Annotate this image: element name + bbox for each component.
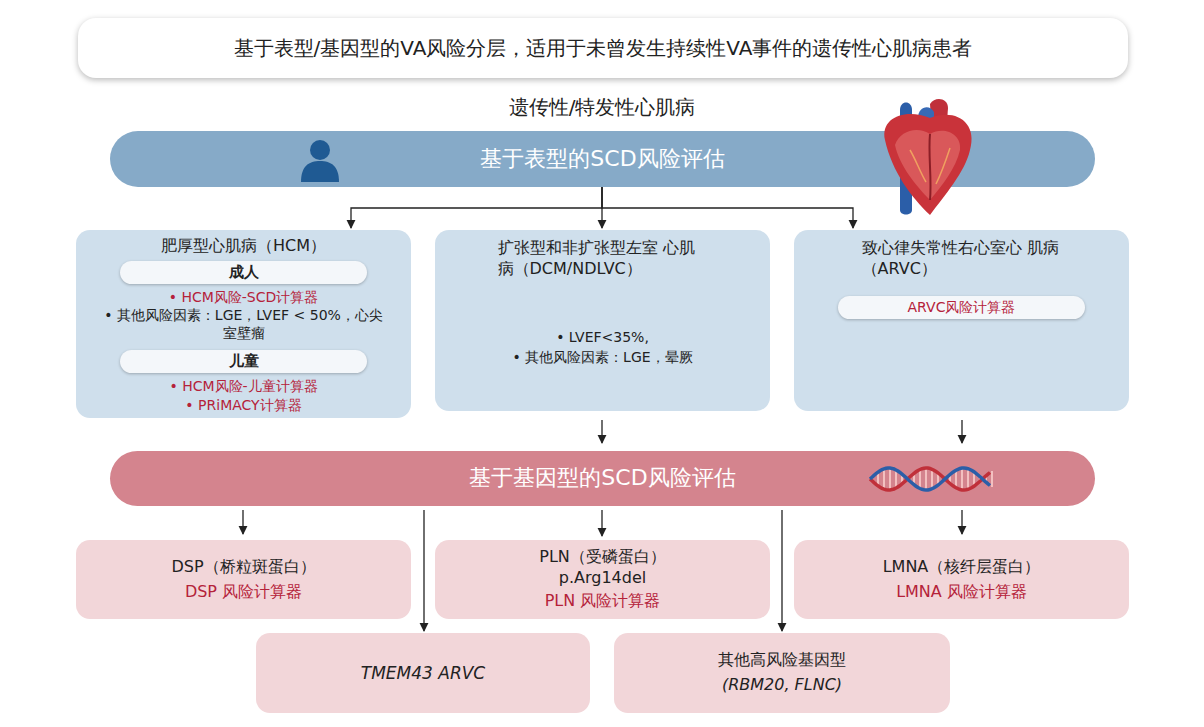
connector-arrow xyxy=(781,510,782,631)
node-text: 肥厚型心肌病（HCM） xyxy=(98,236,389,257)
pill-label: 儿童 xyxy=(120,350,367,373)
connector-arrow xyxy=(601,420,602,443)
node-text: • PRiMACY计算器 xyxy=(98,396,389,414)
connector-arrow xyxy=(351,187,602,228)
node-text: DSP 风险计算器 xyxy=(185,582,302,603)
connector-arrow xyxy=(602,187,853,228)
title-text: 基于表型/基因型的VA风险分层，适用于未曾发生持续性VA事件的遗传性心肌病患者 xyxy=(234,35,973,62)
node-text: PLN 风险计算器 xyxy=(545,591,661,612)
connector-arrow xyxy=(961,510,962,534)
genotype-band: 基于基因型的SCD风险评估 xyxy=(110,451,1095,506)
node-text: • 其他风险因素：LGE，晕厥 xyxy=(469,348,736,366)
node-text: TMEM43 ARVC xyxy=(361,662,485,684)
node-text: • LVEF<35%, xyxy=(469,328,736,346)
node-text: 致心律失常性右心室心 肌病（ARVC） xyxy=(862,238,1062,280)
node-text: DSP（桥粒斑蛋白） xyxy=(171,557,315,578)
gene-box: 其他高风险基因型 (RBM20, FLNC) xyxy=(614,633,950,713)
section-label: 遗传性/特发性心肌病 xyxy=(0,94,1204,121)
node-text: LMNA 风险计算器 xyxy=(896,582,1027,603)
dcm-panel: 扩张型和非扩张型左室 心肌病（DCM/NDLVC） • LVEF<35%, • 其他… xyxy=(435,230,770,411)
title-box: 基于表型/基因型的VA风险分层，适用于未曾发生持续性VA事件的遗传性心肌病患者 xyxy=(78,18,1128,78)
node-text: 基于基因型的SCD风险评估 xyxy=(469,464,735,493)
phenotype-band: 基于表型的SCD风险评估 xyxy=(110,131,1095,187)
pill-label: 成人 xyxy=(120,261,367,284)
gene-box: TMEM43 ARVC xyxy=(256,633,590,713)
node-text: • HCM风险-儿童计算器 xyxy=(98,377,389,395)
node-text: p.Arg14del xyxy=(559,568,646,589)
connector-arrow xyxy=(242,510,243,534)
connector-arrow xyxy=(423,510,424,631)
gene-box: DSP（桥粒斑蛋白） DSP 风险计算器 xyxy=(76,540,411,619)
gene-box: PLN（受磷蛋白）p.Arg14delPLN 风险计算器 xyxy=(435,540,770,619)
node-text: 成人 xyxy=(229,263,259,283)
connector-arrow xyxy=(601,510,602,536)
node-text: • 其他风险因素：LGE，LVEF < 50%，心尖室壁瘤 xyxy=(98,306,389,342)
node-text: 基于表型的SCD风险评估 xyxy=(480,145,724,174)
node-text: 扩张型和非扩张型左室 心肌病（DCM/NDLVC） xyxy=(498,238,708,280)
node-text: ARVC风险计算器 xyxy=(908,298,1016,316)
hcm-panel: 肥厚型心肌病（HCM） 成人 • HCM风险-SCD计算器• 其他风险因素：LGE，… xyxy=(76,230,411,418)
node-text: 其他高风险基因型 xyxy=(718,650,846,671)
arvc-panel: 致心律失常性右心室心 肌病（ARVC） ARVC风险计算器 xyxy=(794,230,1129,411)
pill-label: ARVC风险计算器 xyxy=(838,296,1085,319)
node-text: (RBM20, FLNC) xyxy=(722,675,842,696)
connector-arrow xyxy=(961,420,962,443)
node-text: LMNA（核纤层蛋白） xyxy=(883,557,1041,578)
gene-box: LMNA（核纤层蛋白） LMNA 风险计算器 xyxy=(794,540,1129,619)
node-text: PLN（受磷蛋白） xyxy=(539,547,666,568)
node-text: 儿童 xyxy=(229,352,259,372)
node-text: • HCM风险-SCD计算器 xyxy=(98,288,389,306)
